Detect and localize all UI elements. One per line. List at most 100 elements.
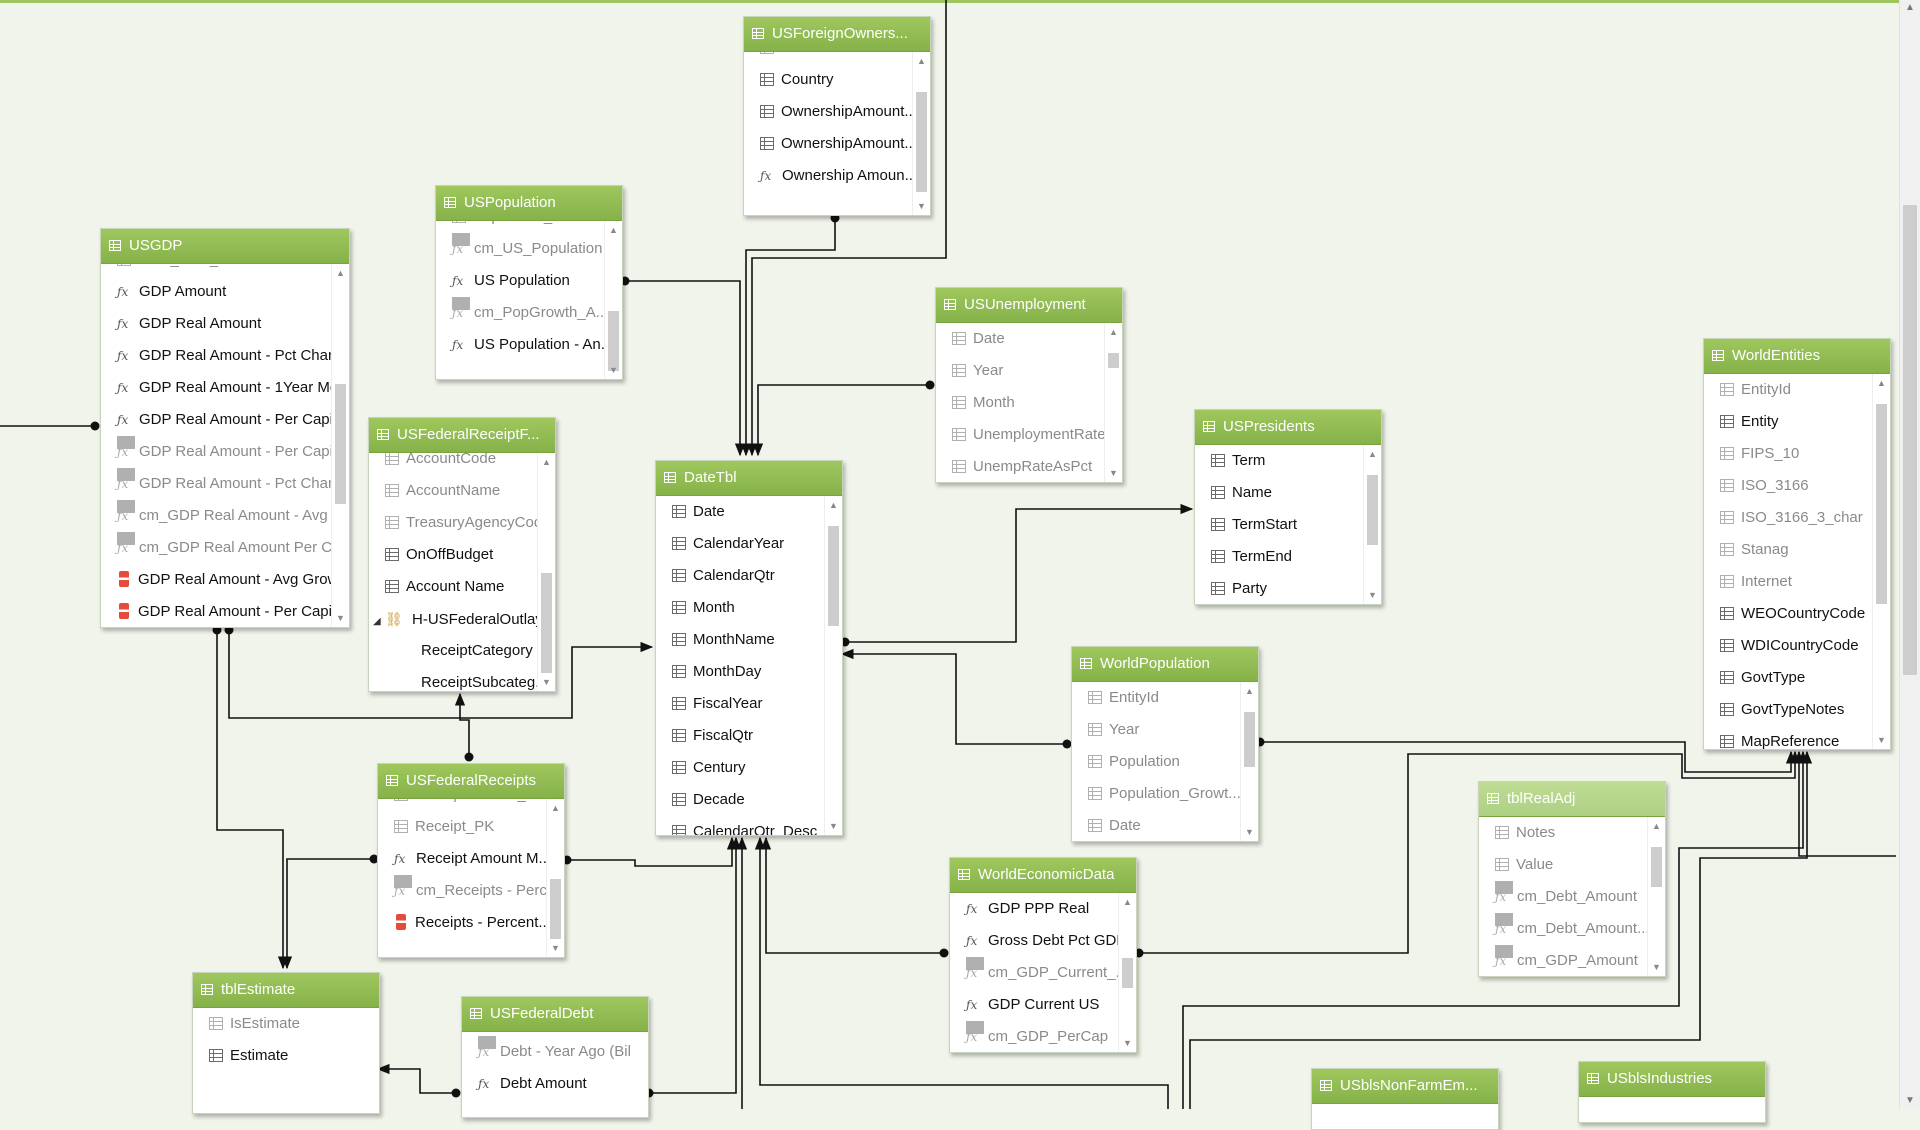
- field-row[interactable]: AccountCode: [369, 453, 538, 475]
- field-row[interactable]: Date: [1072, 810, 1241, 841]
- field-row[interactable]: ReceiptCategory (..: [369, 635, 538, 667]
- scroll-up-icon[interactable]: ▲: [1877, 378, 1886, 388]
- field-list[interactable]: [1312, 1104, 1481, 1129]
- field-row[interactable]: Year: [1072, 714, 1241, 746]
- scroll-up-icon[interactable]: ▲: [1905, 2, 1915, 13]
- scrollbar-thumb[interactable]: [1108, 353, 1119, 368]
- scroll-down-icon[interactable]: ▼: [1245, 827, 1254, 837]
- field-row[interactable]: UnemploymentRate: [936, 419, 1105, 451]
- scrollbar-thumb[interactable]: [1122, 958, 1133, 988]
- scroll-up-icon[interactable]: ▲: [542, 457, 551, 467]
- scroll-down-icon[interactable]: ▼: [829, 821, 838, 831]
- field-row[interactable]: WEOCountryCode: [1704, 598, 1873, 630]
- scrollbar-thumb[interactable]: [1903, 205, 1917, 675]
- scroll-up-icon[interactable]: ▲: [1368, 449, 1377, 459]
- field-row[interactable]: ISO_3166: [1704, 470, 1873, 502]
- field-row[interactable]: Date: [936, 323, 1105, 355]
- table-usfedreceipts[interactable]: USFederalReceiptsReceiptAmount_Mi...Rece…: [377, 763, 565, 958]
- table-header[interactable]: USFederalDebt: [462, 997, 648, 1032]
- scroll-up-icon[interactable]: ▲: [917, 56, 926, 66]
- field-row[interactable]: Value: [1479, 849, 1648, 881]
- field-row[interactable]: IsEstimate: [193, 1008, 362, 1040]
- field-row[interactable]: MonthDay: [656, 656, 825, 688]
- field-row[interactable]: Receipts - Percent...: [378, 907, 547, 939]
- table-usblsindustries[interactable]: USblsIndustries: [1578, 1061, 1766, 1123]
- field-row[interactable]: EntityId: [1072, 682, 1241, 714]
- field-row[interactable]: Estimate: [193, 1040, 362, 1072]
- table-header[interactable]: USPresidents: [1195, 410, 1381, 445]
- field-row[interactable]: Notes: [1479, 817, 1648, 849]
- field-row[interactable]: AccountName: [369, 475, 538, 507]
- field-row[interactable]: GDP Real Amount - Per Capita: [101, 596, 332, 627]
- field-row[interactable]: OwnershipAmount...: [744, 96, 913, 128]
- table-header[interactable]: USForeignOwners...: [744, 17, 930, 52]
- table-scrollbar[interactable]: ▲▼: [1363, 445, 1381, 604]
- field-row[interactable]: TermEnd: [1195, 541, 1364, 573]
- field-row[interactable]: Date: [744, 52, 913, 64]
- field-row[interactable]: Century: [656, 752, 825, 784]
- scroll-down-icon[interactable]: ▼: [1368, 590, 1377, 600]
- scroll-up-icon[interactable]: ▲: [829, 500, 838, 510]
- field-row[interactable]: Party: [1195, 573, 1364, 604]
- table-header[interactable]: USblsIndustries: [1579, 1062, 1765, 1097]
- table-usforeign[interactable]: USForeignOwners...DateCountryOwnershipAm…: [743, 16, 931, 216]
- table-scrollbar[interactable]: ▲▼: [546, 799, 564, 957]
- table-header[interactable]: USFederalReceipts: [378, 764, 564, 799]
- table-scrollbar[interactable]: ▲▼: [537, 453, 555, 691]
- canvas-scrollbar[interactable]: ▲ ▼: [1899, 0, 1920, 1109]
- scroll-up-icon[interactable]: ▲: [609, 225, 618, 235]
- scroll-down-icon[interactable]: ▼: [336, 613, 345, 623]
- field-row[interactable]: CalendarQtr: [656, 560, 825, 592]
- scroll-down-icon[interactable]: ▼: [1123, 1038, 1132, 1048]
- field-row[interactable]: Stanag: [1704, 534, 1873, 566]
- table-header[interactable]: USblsNonFarmEm...: [1312, 1069, 1498, 1104]
- table-header[interactable]: WorldEntities: [1704, 339, 1890, 374]
- table-scrollbar[interactable]: ▲▼: [1104, 323, 1122, 482]
- field-list[interactable]: DateCountryOwnershipAmount...OwnershipAm…: [744, 52, 913, 215]
- table-header[interactable]: DateTbl: [656, 461, 842, 496]
- scroll-up-icon[interactable]: ▲: [551, 803, 560, 813]
- scrollbar-thumb[interactable]: [1876, 404, 1887, 604]
- scrollbar-thumb[interactable]: [828, 526, 839, 626]
- field-row[interactable]: Name: [1195, 477, 1364, 509]
- table-scrollbar[interactable]: ▲▼: [912, 52, 930, 215]
- field-list[interactable]: [1579, 1097, 1748, 1122]
- table-usblsnonfarm[interactable]: USblsNonFarmEm...: [1311, 1068, 1499, 1130]
- scroll-down-icon[interactable]: ▼: [1109, 468, 1118, 478]
- scrollbar-thumb[interactable]: [1367, 475, 1378, 545]
- field-row[interactable]: Entity: [1704, 406, 1873, 438]
- table-scrollbar[interactable]: ▲▼: [1647, 817, 1665, 976]
- scroll-up-icon[interactable]: ▲: [1652, 821, 1661, 831]
- field-row[interactable]: Decade: [656, 784, 825, 816]
- scroll-down-icon[interactable]: ▼: [551, 943, 560, 953]
- scroll-down-icon[interactable]: ▼: [1652, 962, 1661, 972]
- field-row[interactable]: Country: [744, 64, 913, 96]
